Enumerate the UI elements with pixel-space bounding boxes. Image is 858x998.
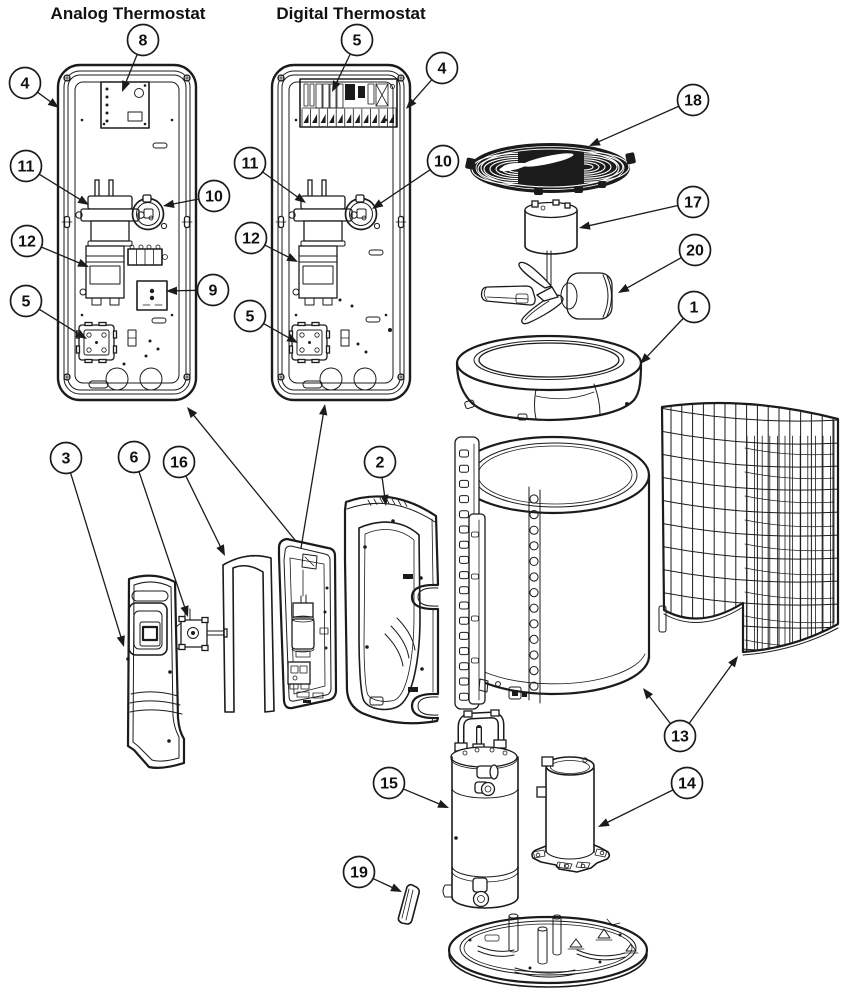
svg-text:10: 10 <box>434 154 452 171</box>
callout-8: 8 <box>122 23 160 92</box>
contactor-digital <box>292 245 338 306</box>
drain-clip <box>397 883 420 925</box>
svg-text:18: 18 <box>684 93 702 110</box>
callout-10: 10 <box>372 144 460 209</box>
transformer-digital <box>288 179 358 247</box>
control-housing <box>277 537 338 710</box>
callout-4: 4 <box>406 51 459 109</box>
control-panel-gasket <box>222 554 275 713</box>
main-body-cylinder <box>454 435 651 710</box>
transformer-analog <box>75 179 145 247</box>
svg-text:8: 8 <box>139 33 148 50</box>
svg-text:5: 5 <box>353 33 362 50</box>
analog-thermostat-panel <box>58 65 196 400</box>
compressor <box>531 756 611 873</box>
vent-slot <box>365 316 381 323</box>
callout-15: 15 <box>372 766 449 808</box>
door-display-window <box>128 602 168 656</box>
callout-12: 12 <box>234 221 298 262</box>
water-port-upper <box>474 764 499 797</box>
digital-thermostat-panel <box>272 65 410 400</box>
callout-5: 5 <box>9 284 87 339</box>
svg-text:11: 11 <box>242 156 259 173</box>
front-panel <box>343 495 440 725</box>
svg-text:12: 12 <box>18 234 36 251</box>
svg-text:9: 9 <box>209 283 218 300</box>
water-port-lower <box>472 877 490 908</box>
callout-4: 4 <box>8 66 59 108</box>
svg-text:4: 4 <box>21 76 30 93</box>
svg-text:1: 1 <box>690 300 699 317</box>
base-standoff-posts <box>508 913 562 965</box>
svg-text:4: 4 <box>438 61 447 78</box>
contactor-analog <box>79 245 125 306</box>
callout-1: 1 <box>640 290 711 364</box>
evaporator-coil-grid <box>658 401 840 656</box>
digital-thermostat-title: Digital Thermostat <box>276 4 426 23</box>
callout-16: 16 <box>162 445 225 556</box>
svg-text:6: 6 <box>130 450 139 467</box>
callout-13: 13 <box>643 656 738 753</box>
callout-20: 20 <box>618 233 712 293</box>
capacitor-analog <box>75 321 118 364</box>
analog-thermostat-title: Analog Thermostat <box>51 4 206 23</box>
callout-5: 5 <box>233 299 298 343</box>
svg-text:20: 20 <box>686 243 704 260</box>
svg-text:5: 5 <box>246 309 255 326</box>
svg-text:2: 2 <box>376 455 385 472</box>
thermostat-bracket <box>175 608 228 652</box>
vent-slot <box>368 249 384 256</box>
svg-text:16: 16 <box>170 455 188 472</box>
coil-seam <box>528 486 541 704</box>
base-plate <box>447 913 649 988</box>
access-door <box>126 574 186 769</box>
svg-text:11: 11 <box>18 159 35 176</box>
callout-3: 3 <box>49 441 125 647</box>
fan-grille <box>465 143 636 195</box>
svg-text:12: 12 <box>242 231 260 248</box>
callout-9: 9 <box>166 273 230 307</box>
detail-view-link <box>300 404 328 549</box>
svg-text:14: 14 <box>678 776 696 793</box>
heat-exchanger <box>442 709 519 909</box>
body-slot-strip <box>454 436 486 710</box>
vent-slot <box>151 317 167 324</box>
svg-text:15: 15 <box>380 776 398 793</box>
callout-17: 17 <box>579 185 710 230</box>
callout-12: 12 <box>10 224 89 267</box>
svg-text:13: 13 <box>671 729 689 746</box>
callout-11: 11 <box>233 146 306 203</box>
callout-11: 11 <box>9 149 89 205</box>
fan-shroud-top <box>455 334 643 422</box>
panel-detail-leader-lines <box>187 404 328 549</box>
fan-blade <box>480 261 613 325</box>
vent-slot <box>152 142 168 149</box>
callout-6: 6 <box>117 440 189 617</box>
digital-control-pcb <box>299 78 398 128</box>
callout-18: 18 <box>589 83 710 146</box>
callout-19: 19 <box>342 855 402 892</box>
terminal-block-analog <box>127 244 168 266</box>
callout-14: 14 <box>598 766 704 827</box>
defrost-control-box <box>136 280 168 311</box>
svg-text:3: 3 <box>62 451 71 468</box>
svg-text:19: 19 <box>350 865 368 882</box>
callout-2: 2 <box>363 445 397 506</box>
callout-5: 5 <box>332 23 374 92</box>
analog-thermostat-pcb <box>100 81 150 129</box>
svg-text:5: 5 <box>22 294 31 311</box>
detail-view-link <box>187 407 296 541</box>
svg-text:17: 17 <box>684 195 702 212</box>
svg-text:10: 10 <box>205 189 223 206</box>
callout-10: 10 <box>163 179 231 213</box>
